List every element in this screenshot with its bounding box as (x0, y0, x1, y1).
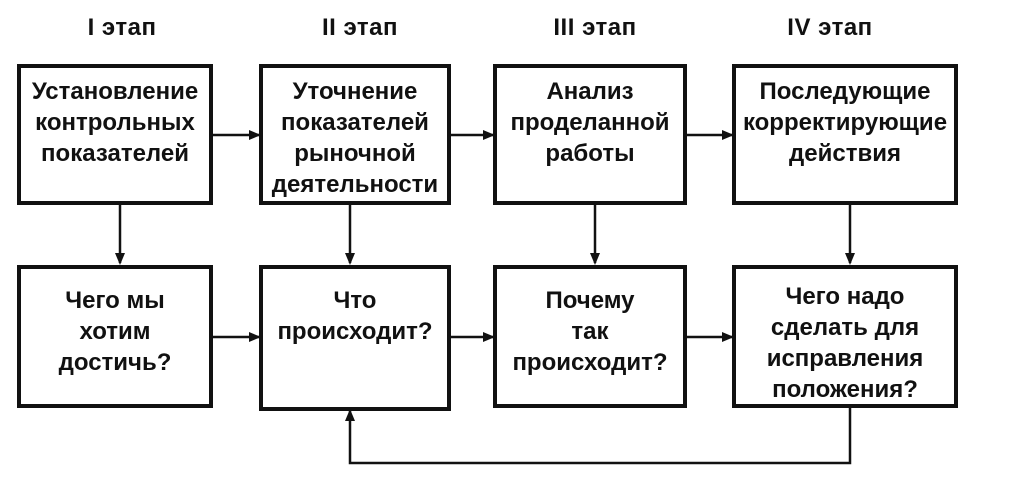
box-stage-3-bottom: Почему так происходит? (493, 265, 687, 408)
stage-2-label: II этап (321, 14, 399, 41)
stage-1-label: I этап (87, 14, 157, 41)
box-stage-1-bottom-text: Чего мы хотим достичь? (58, 287, 172, 376)
stage-4-label: IV этап (787, 14, 873, 41)
box-stage-4-top: Последующие корректирующие действия (732, 64, 958, 205)
box-stage-4-top-text: Последующие корректирующие действия (742, 78, 948, 167)
box-stage-2-bottom-text: Что происходит? (277, 287, 433, 345)
box-stage-3-top-text: Анализ проделанной работы (510, 78, 670, 167)
box-stage-4-bottom: Чего надо сделать для исправления положе… (732, 265, 958, 408)
box-stage-3-top: Анализ проделанной работы (493, 64, 687, 205)
box-stage-2-bottom: Что происходит? (259, 265, 451, 411)
box-stage-2-top-text: Уточнение показателей рыночной деятельно… (271, 78, 439, 198)
box-stage-1-bottom: Чего мы хотим достичь? (17, 265, 213, 408)
box-stage-1-top: Установление контрольных показателей (17, 64, 213, 205)
box-stage-3-bottom-text: Почему так происходит? (512, 287, 668, 376)
box-stage-4-bottom-text: Чего надо сделать для исправления положе… (766, 283, 924, 403)
stage-3-label: III этап (553, 14, 637, 41)
box-stage-1-top-text: Установление контрольных показателей (31, 78, 199, 167)
box-stage-2-top: Уточнение показателей рыночной деятельно… (259, 64, 451, 205)
feedback-loop-arrow (345, 408, 852, 465)
